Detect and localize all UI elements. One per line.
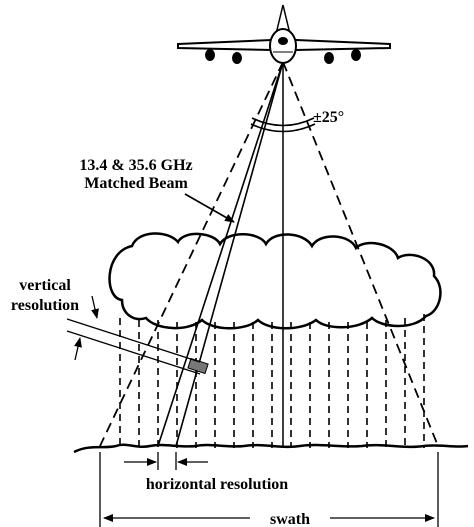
cloud: [108, 232, 442, 330]
vertical-resolution-indicator: [66, 295, 201, 375]
scan-angle-arcs: [250, 117, 316, 133]
resolution-columns: [119, 314, 425, 448]
beam-edge-right: [175, 61, 284, 447]
engine-pods: [205, 49, 361, 64]
airplane: [177, 4, 391, 64]
vertical-resolution-label-line1: vertical: [19, 277, 71, 294]
airplane-fuselage: [269, 28, 297, 64]
swath-dimension: [99, 452, 439, 527]
beam-frequency-label: 13.4 & 35.6 GHz: [79, 157, 192, 174]
swath-label: swath: [270, 511, 310, 527]
beam-pointer-arrow: [184, 193, 235, 223]
ground: [73, 443, 469, 454]
scan-angle-label: ±25°: [313, 109, 344, 126]
swath-edge-left: [99, 61, 284, 447]
beam-edge-left: [157, 61, 284, 447]
matched-beam: [157, 61, 284, 447]
horizontal-resolution-indicator: [124, 452, 208, 470]
horizontal-resolution-label: horizontal resolution: [146, 476, 288, 493]
beam-name-label: Matched Beam: [84, 175, 188, 192]
vertical-resolution-label-line2: resolution: [11, 297, 79, 314]
